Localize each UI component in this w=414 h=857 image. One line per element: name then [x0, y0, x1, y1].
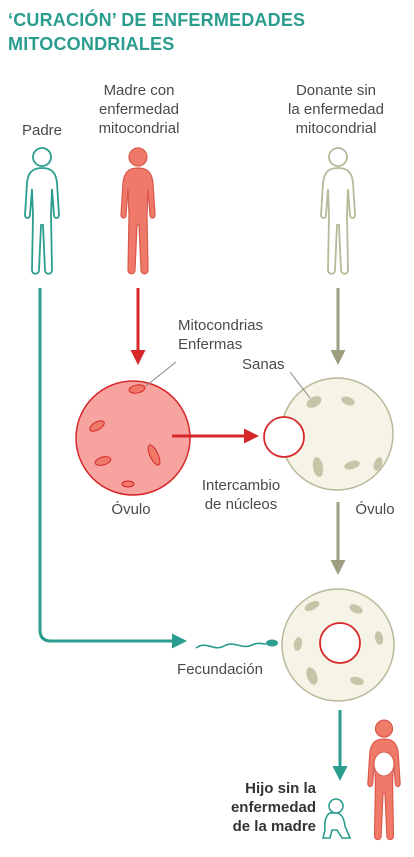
donor-label: Donante sin la enfermedad mitocondrial — [288, 82, 384, 137]
healthy-mito-pointer — [289, 371, 311, 399]
diseased-mito-pointer — [145, 361, 177, 387]
title-line-2: MITOCONDRIALES — [8, 34, 175, 54]
father-figure — [24, 147, 60, 275]
father-label: Padre — [21, 122, 63, 139]
result-label: Hijo sin la enfermedad de la madre — [230, 780, 316, 835]
ovum-right-label: Óvulo — [355, 501, 395, 518]
fertilization-label: Fecundación — [177, 661, 263, 678]
pregnant-mother-figure — [367, 719, 401, 841]
mito-healthy-label: Sanas — [242, 356, 285, 373]
transferred-nucleus — [263, 416, 305, 458]
mother-label: Madre con enfermedad mitocondrial — [98, 82, 180, 137]
ovum-diseased — [75, 380, 191, 496]
mito-diseased-label: Mitocondrias Enfermas — [178, 317, 264, 353]
sperm-icon — [195, 639, 278, 649]
mother-figure — [120, 147, 156, 275]
ovum-healthy — [263, 377, 394, 491]
baby-icon — [321, 798, 352, 839]
egg-nucleus — [319, 622, 361, 664]
fertilized-egg — [281, 588, 395, 702]
chart-title: ‘CURACIÓN’ DE ENFERMEDADES MITOCONDRIALE… — [8, 8, 408, 56]
father-path-arrow — [38, 288, 187, 649]
ovum-left-label: Óvulo — [111, 501, 151, 518]
title-line-1: ‘CURACIÓN’ DE ENFERMEDADES — [8, 10, 306, 30]
donor-figure — [320, 147, 356, 275]
nucleus-exchange-label: Intercambio de núcleos — [201, 477, 281, 513]
